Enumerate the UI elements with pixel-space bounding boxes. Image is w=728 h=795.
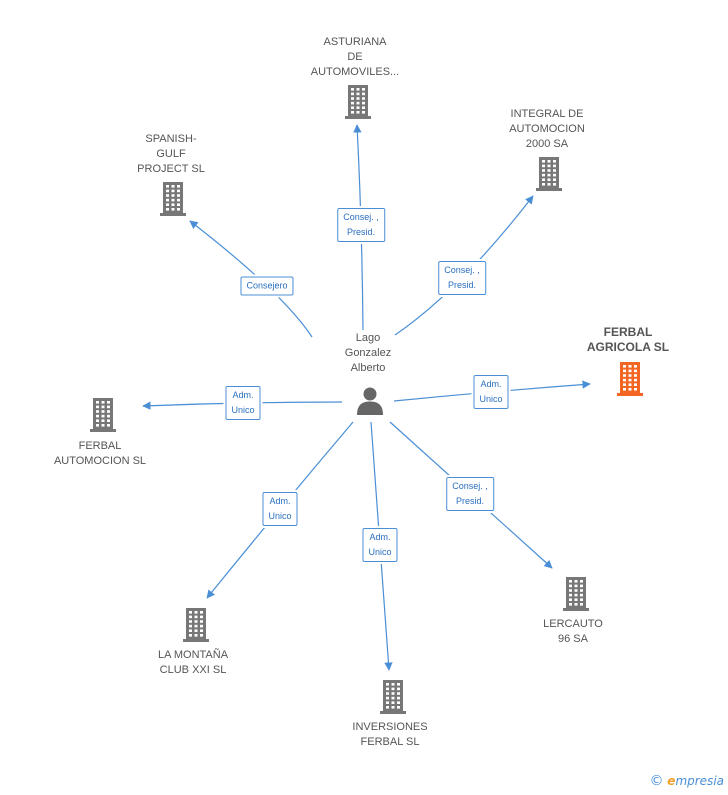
- node-label-line: LA MONTAÑA: [157, 649, 229, 661]
- edge-label-line: Consejero: [246, 280, 288, 291]
- edge-label-line: Consej. ,: [452, 481, 488, 491]
- edge-label-spanish[interactable]: Consejero: [240, 276, 294, 296]
- edge-label-ferbal-automocion[interactable]: Adm. Unico: [225, 386, 261, 420]
- node-label-line: SPANISH-: [145, 133, 197, 145]
- node-label-line: 96 SA: [558, 633, 588, 645]
- edge-label-line: Unico: [231, 405, 255, 415]
- edge-label-ferbal-agricola[interactable]: Adm. Unico: [473, 375, 509, 409]
- edge-label-line: Consej. ,: [343, 212, 379, 222]
- edge-label-la-montana[interactable]: Adm. Unico: [262, 492, 298, 526]
- node-label-line: FERBAL: [78, 440, 122, 452]
- node-label-la-montana[interactable]: LA MONTAÑA CLUB XXI SL: [158, 648, 228, 678]
- edge-label-line: Presid.: [447, 280, 476, 290]
- node-label-line: CLUB XXI SL: [159, 664, 227, 676]
- edge-label-inversiones[interactable]: Adm. Unico: [362, 528, 398, 562]
- node-label-integral[interactable]: INTEGRAL DE AUTOMOCION 2000 SA: [509, 107, 585, 152]
- empresia-watermark: © empresia: [649, 773, 724, 789]
- building-icon-integral[interactable]: [534, 157, 564, 191]
- edge-label-lercauto[interactable]: Consej. , Presid.: [446, 477, 494, 511]
- edge-label-line: Adm.: [369, 532, 391, 542]
- node-label-line: AUTOMOVILES...: [310, 66, 400, 78]
- node-label-spanish[interactable]: SPANISH- GULF PROJECT SL: [137, 132, 205, 177]
- node-label-asturiana[interactable]: ASTURIANA DE AUTOMOVILES...: [311, 35, 399, 80]
- edge-label-line: Consej. ,: [444, 265, 480, 275]
- edge-label-line: Unico: [268, 511, 292, 521]
- brand-name: mpresia: [675, 774, 724, 788]
- node-label-line: 2000 SA: [525, 138, 569, 150]
- building-icon-la-montana[interactable]: [181, 608, 211, 642]
- building-icon-inversiones[interactable]: [378, 680, 408, 714]
- node-label-ferbal-automocion[interactable]: FERBAL AUTOMOCION SL: [54, 439, 146, 469]
- node-label-line: DE: [347, 51, 363, 63]
- building-icon-lercauto[interactable]: [561, 577, 591, 611]
- edge-label-line: Adm.: [480, 379, 502, 389]
- brand-initial: e: [667, 774, 676, 788]
- center-label-line: Alberto: [350, 362, 386, 374]
- building-icon-spanish[interactable]: [158, 182, 188, 216]
- copyright-symbol: ©: [649, 773, 664, 789]
- edge-label-asturiana[interactable]: Consej. , Presid.: [337, 208, 385, 242]
- node-label-line: AUTOMOCION: [509, 123, 585, 135]
- node-label-lercauto[interactable]: LERCAUTO 96 SA: [543, 617, 603, 647]
- building-icon-ferbal-agricola[interactable]: [615, 362, 645, 396]
- edge-label-line: Adm.: [269, 496, 291, 506]
- edge-label-line: Unico: [479, 394, 503, 404]
- node-label-line: GULF: [156, 148, 186, 160]
- center-label-line: Gonzalez: [344, 347, 392, 359]
- node-label-line: LERCAUTO: [543, 618, 603, 630]
- person-icon[interactable]: [355, 385, 385, 415]
- edge-label-line: Adm.: [232, 390, 254, 400]
- edge-label-line: Presid.: [455, 496, 484, 506]
- node-label-inversiones[interactable]: INVERSIONES FERBAL SL: [352, 720, 427, 750]
- node-label-line: PROJECT SL: [137, 163, 205, 175]
- node-label-line: ASTURIANA: [323, 36, 387, 48]
- node-label-line: AUTOMOCION SL: [53, 455, 147, 467]
- edge-label-line: Presid.: [346, 227, 375, 237]
- center-label-line: Lago: [355, 332, 381, 344]
- edge-label-line: Unico: [368, 547, 392, 557]
- node-label-line: INTEGRAL DE: [510, 108, 584, 120]
- node-label-line: INVERSIONES: [352, 721, 428, 733]
- node-label-line: AGRICOLA SL: [586, 340, 670, 354]
- node-label-line: FERBAL: [603, 325, 653, 339]
- building-icon-ferbal-automocion[interactable]: [88, 398, 118, 432]
- node-label-line: FERBAL SL: [360, 736, 420, 748]
- building-icon-asturiana[interactable]: [343, 85, 373, 119]
- edge-label-integral[interactable]: Consej. , Presid.: [438, 261, 486, 295]
